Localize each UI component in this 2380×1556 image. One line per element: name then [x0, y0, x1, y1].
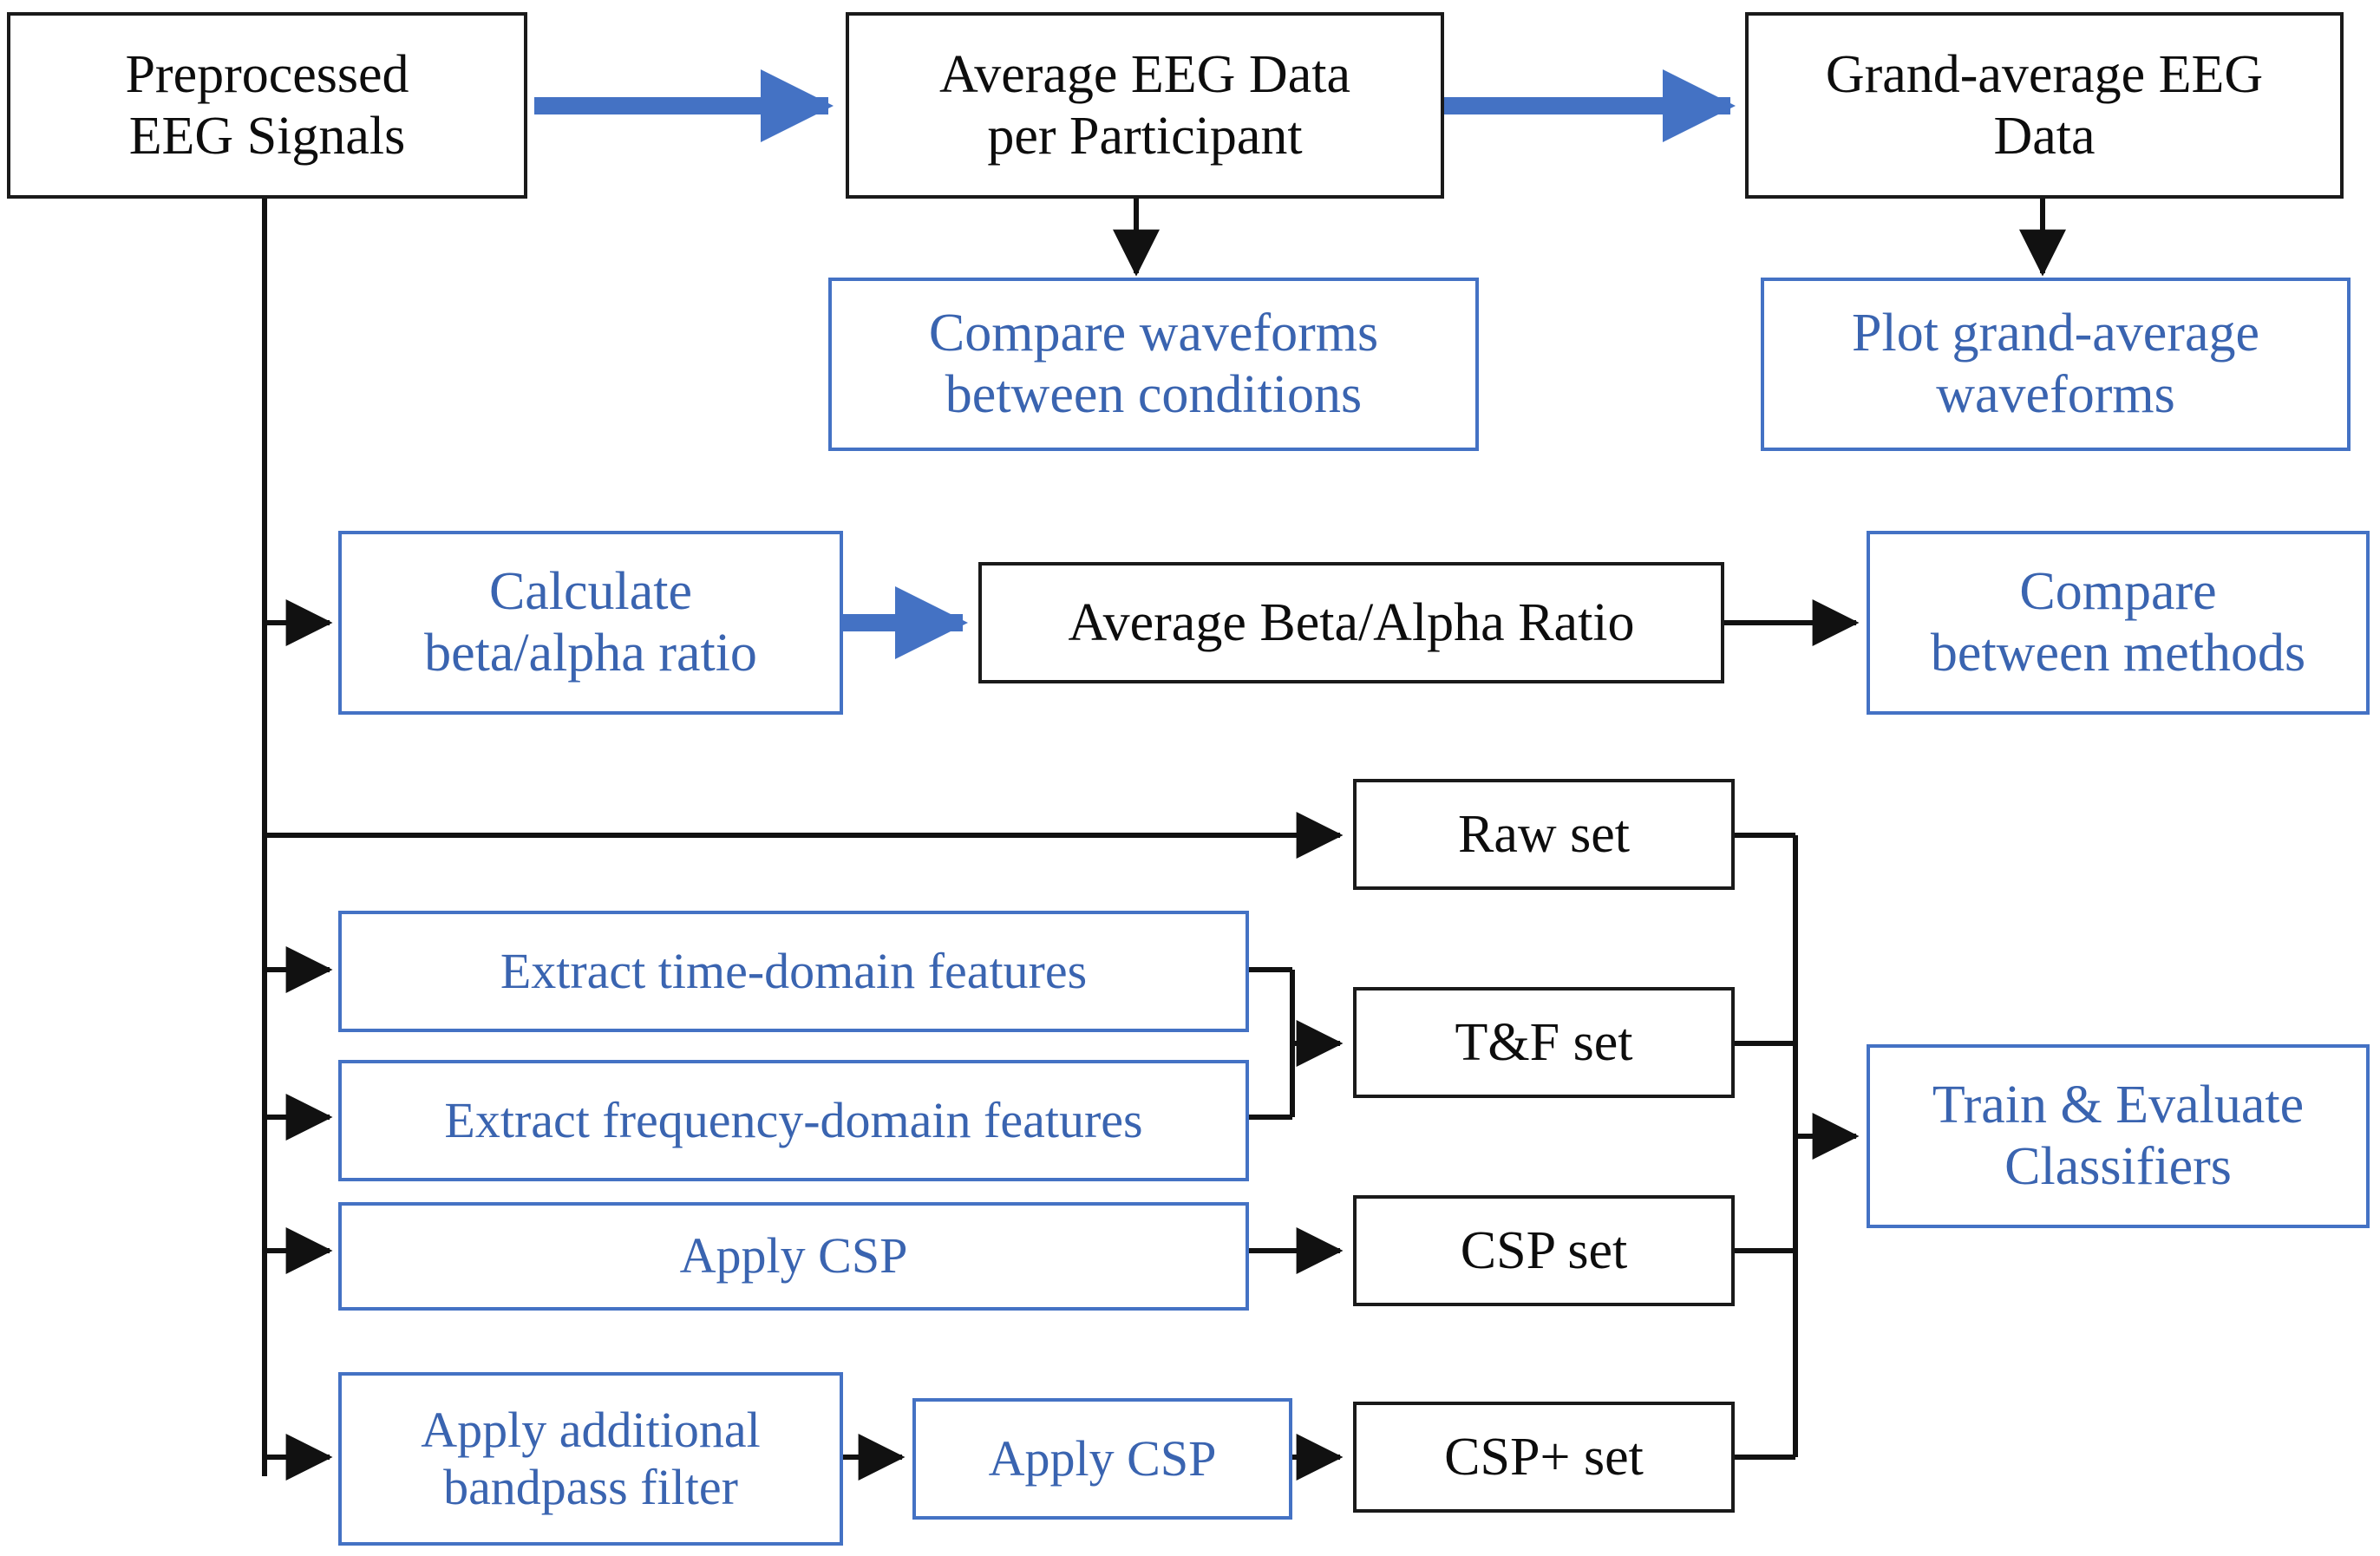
- node-raw-set[interactable]: Raw set: [1353, 779, 1735, 890]
- node-extract-frequency-domain-features[interactable]: Extract frequency-domain features: [338, 1060, 1249, 1181]
- node-compare-waveforms-between-conditions[interactable]: Compare waveforms between conditions: [828, 278, 1479, 451]
- node-apply-csp[interactable]: Apply CSP: [338, 1202, 1249, 1311]
- node-grand-average-eeg-data[interactable]: Grand-average EEG Data: [1745, 12, 2344, 199]
- node-preprocessed-eeg-signals[interactable]: Preprocessed EEG Signals: [7, 12, 527, 199]
- node-calculate-beta-alpha-ratio[interactable]: Calculate beta/alpha ratio: [338, 531, 843, 715]
- node-csp-plus-set[interactable]: CSP+ set: [1353, 1402, 1735, 1513]
- node-average-beta-alpha-ratio[interactable]: Average Beta/Alpha Ratio: [978, 562, 1724, 683]
- node-apply-csp-2[interactable]: Apply CSP: [912, 1398, 1292, 1520]
- node-tf-set[interactable]: T&F set: [1353, 987, 1735, 1098]
- node-apply-additional-bandpass-filter[interactable]: Apply additional bandpass filter: [338, 1372, 843, 1546]
- node-plot-grand-average-waveforms[interactable]: Plot grand-average waveforms: [1761, 278, 2351, 451]
- node-extract-time-domain-features[interactable]: Extract time-domain features: [338, 911, 1249, 1032]
- node-compare-between-methods[interactable]: Compare between methods: [1867, 531, 2370, 715]
- node-average-eeg-data-per-participant[interactable]: Average EEG Data per Participant: [846, 12, 1444, 199]
- node-train-and-evaluate-classifiers[interactable]: Train & Evaluate Classifiers: [1867, 1044, 2370, 1228]
- node-csp-set[interactable]: CSP set: [1353, 1195, 1735, 1306]
